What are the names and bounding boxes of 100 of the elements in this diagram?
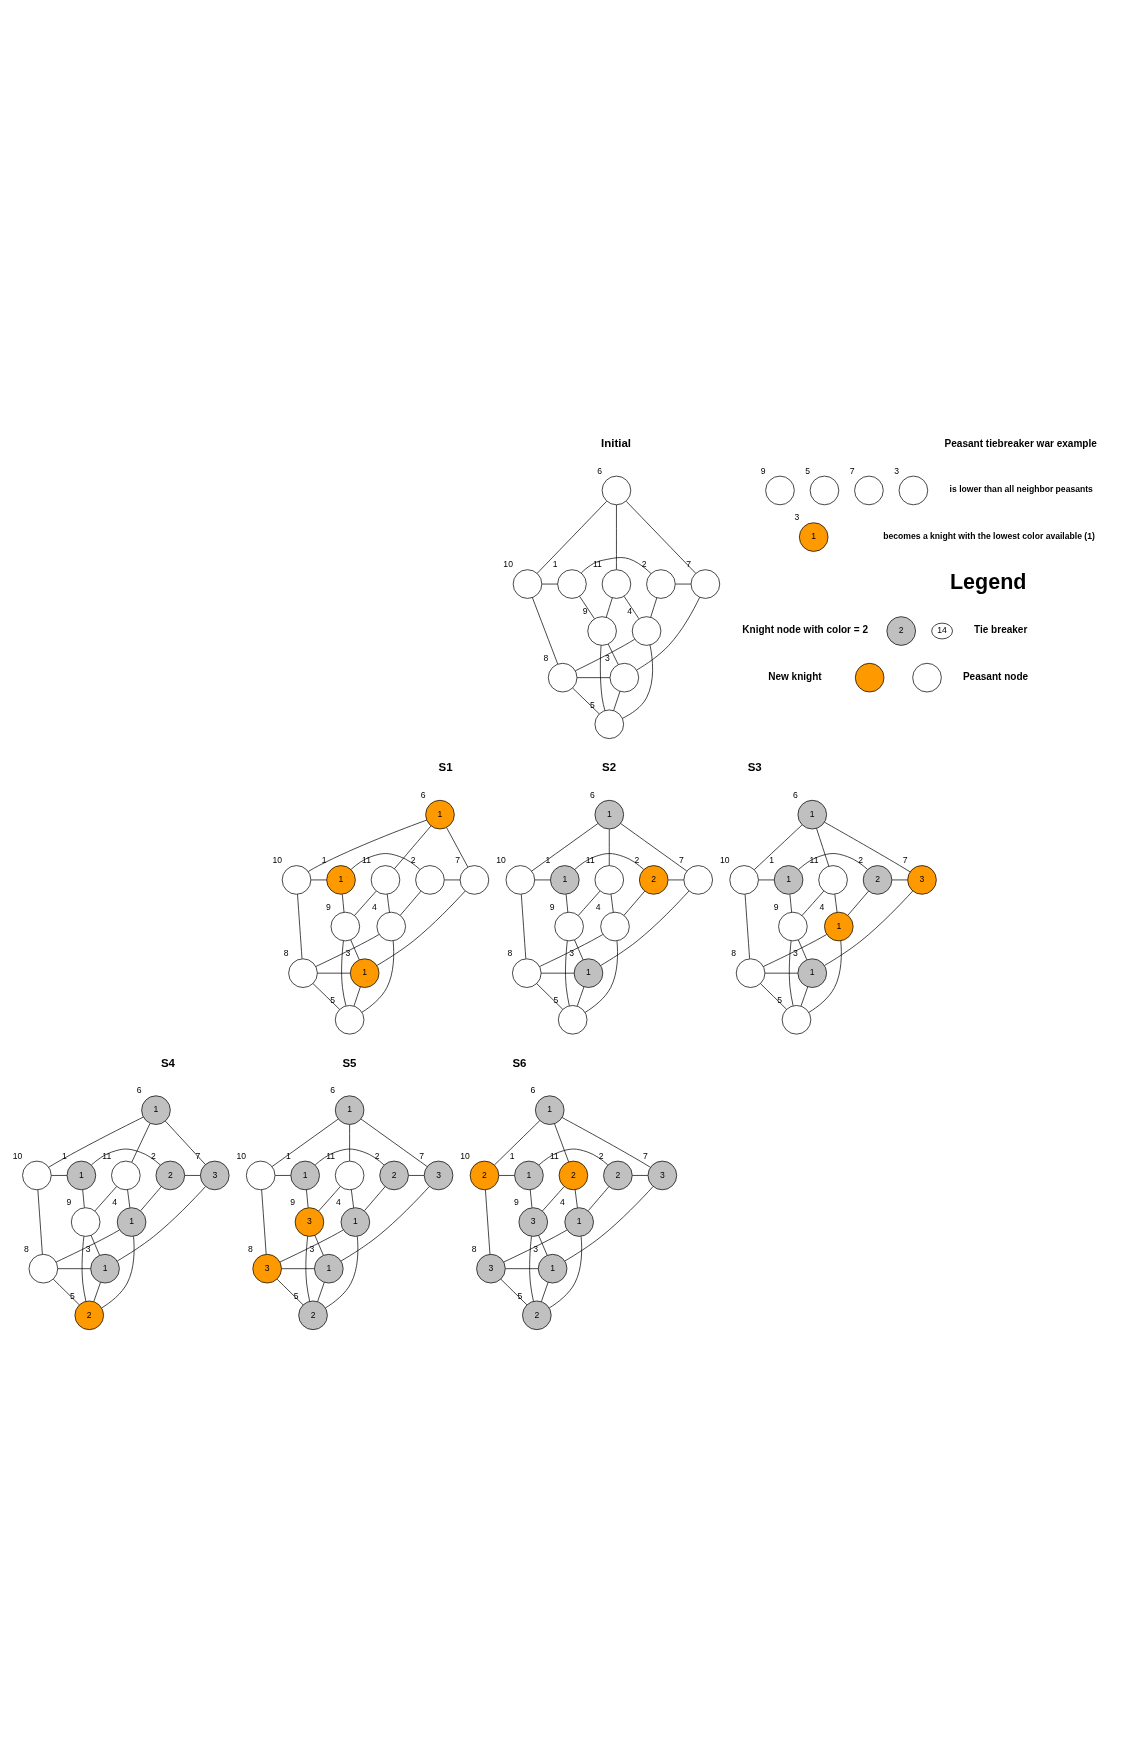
connector xyxy=(101,1235,135,1308)
connector xyxy=(588,1185,610,1211)
connector xyxy=(81,1235,87,1302)
connector xyxy=(57,1267,91,1269)
node-circle: 1 xyxy=(514,1160,544,1190)
connector xyxy=(500,1278,528,1305)
node-label: 2 xyxy=(634,854,640,865)
node-circle xyxy=(631,615,662,646)
connector xyxy=(762,933,827,967)
label: S3 xyxy=(747,760,762,773)
node-label: 6 xyxy=(330,1084,336,1095)
connector xyxy=(52,1278,80,1305)
node-circle xyxy=(729,864,759,895)
connector xyxy=(574,638,636,671)
node-circle xyxy=(376,911,406,941)
connector xyxy=(306,1189,309,1208)
node-label: 10 xyxy=(12,1150,23,1161)
connector xyxy=(131,1122,151,1162)
node-circle xyxy=(22,1160,52,1190)
node-label: 1 xyxy=(552,558,558,569)
connector xyxy=(650,597,658,617)
node-label: 3 xyxy=(345,947,351,958)
connector xyxy=(446,826,469,867)
node-circle: 1 xyxy=(141,1094,171,1125)
node-label: 3 xyxy=(794,511,800,522)
node-label: 1 xyxy=(321,854,327,865)
node-label: 1 xyxy=(509,1150,515,1161)
label: becomes a knight with the lowest color available (1) xyxy=(883,530,1095,541)
connector xyxy=(485,1189,491,1254)
node-label: 4 xyxy=(559,1196,565,1207)
node-circle xyxy=(281,864,312,895)
node-circle: 1 xyxy=(66,1160,97,1190)
connector xyxy=(315,933,380,967)
node-circle: 1 xyxy=(824,911,854,941)
node-label: 11 xyxy=(326,1150,336,1161)
node-label: 2 xyxy=(374,1150,380,1161)
node-circle: 3 xyxy=(294,1206,325,1237)
connector xyxy=(93,1281,101,1302)
node-circle: 3 xyxy=(200,1160,230,1190)
node-circle: 1 xyxy=(90,1253,120,1283)
connector xyxy=(281,1267,315,1269)
node-label: 2 xyxy=(598,1150,604,1161)
connector xyxy=(51,1174,68,1176)
legend-label: Tie breaker xyxy=(974,623,1028,635)
connector xyxy=(564,1185,654,1261)
node-label: 5 xyxy=(517,1290,523,1301)
node-circle: 1 xyxy=(799,521,829,552)
connector xyxy=(579,595,595,619)
node-label: 8 xyxy=(283,947,289,958)
node-label: 4 xyxy=(627,605,633,616)
connector xyxy=(572,687,600,714)
node-circle xyxy=(818,864,848,895)
node-label: 3 xyxy=(793,947,798,958)
node-label: 7 xyxy=(849,465,855,476)
node-circle xyxy=(765,475,795,505)
node-circle: 3 xyxy=(252,1253,282,1283)
node-label: 1 xyxy=(769,854,775,865)
node-label: 5 xyxy=(330,994,336,1005)
node-circle xyxy=(912,662,942,692)
node-label: 10 xyxy=(236,1150,247,1161)
node-label: 9 xyxy=(760,465,766,476)
connector xyxy=(620,822,688,871)
connector xyxy=(354,890,377,916)
connector xyxy=(48,1116,144,1168)
node-circle xyxy=(854,475,884,505)
connector xyxy=(798,852,868,870)
node-circle: 2 xyxy=(379,1160,409,1190)
connector xyxy=(503,1229,568,1262)
connector xyxy=(538,1148,609,1165)
node-circle xyxy=(334,1160,365,1190)
connector xyxy=(90,1234,100,1255)
connector xyxy=(578,890,601,916)
connector xyxy=(754,824,803,870)
node-label: 9 xyxy=(514,1196,519,1207)
node-label: 1 xyxy=(545,854,551,865)
node-label: 3 xyxy=(85,1243,91,1254)
node-label: 4 xyxy=(336,1196,341,1207)
connector xyxy=(539,933,604,967)
node-circle: 1 xyxy=(773,864,804,895)
connector xyxy=(400,890,422,915)
connector xyxy=(82,1189,85,1208)
node-label: 10 xyxy=(460,1150,470,1161)
node-label: 11 xyxy=(549,1150,559,1161)
node-circle: 1 xyxy=(334,1094,365,1125)
connector xyxy=(341,893,345,912)
connector xyxy=(325,1235,359,1308)
node-circle: 2 xyxy=(298,1300,328,1330)
node-circle xyxy=(111,1160,141,1190)
node-circle xyxy=(854,662,885,692)
connector xyxy=(834,893,838,913)
node-label: 1 xyxy=(62,1150,67,1161)
node-label: 8 xyxy=(471,1243,477,1254)
node-label: 2 xyxy=(641,558,647,569)
node-circle xyxy=(594,864,624,895)
node-label: 10 xyxy=(503,558,513,569)
node-label: 9 xyxy=(773,901,779,912)
connector xyxy=(600,890,690,966)
node-circle: 1 xyxy=(290,1160,320,1190)
label: S4 xyxy=(160,1056,176,1069)
connector xyxy=(361,940,395,1013)
